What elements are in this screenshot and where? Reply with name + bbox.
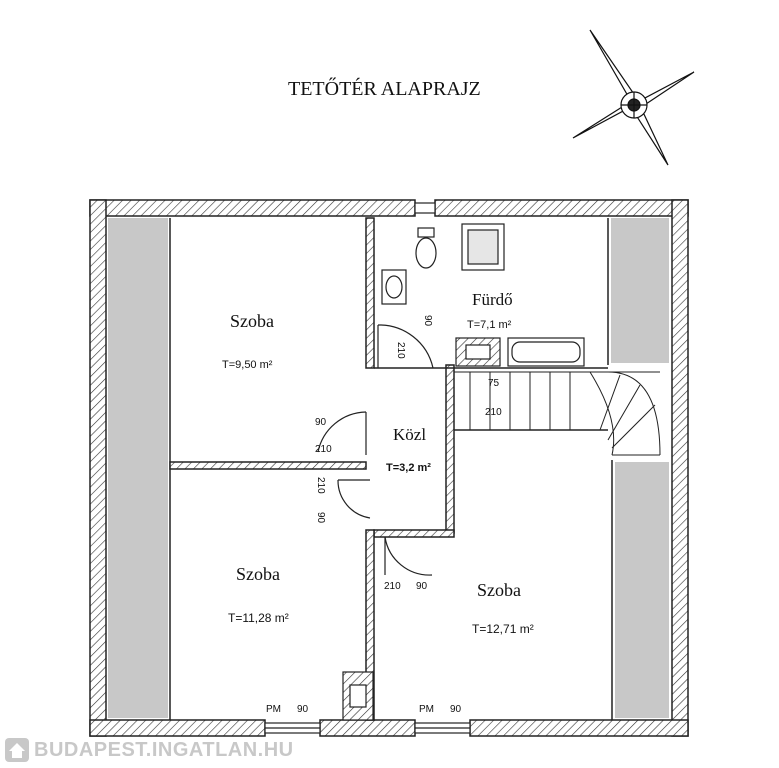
watermark: BUDAPEST.INGATLAN.HU	[4, 736, 294, 764]
door-dimension: 210	[315, 477, 326, 494]
door-dimension: 210	[485, 407, 502, 418]
window-width: 90	[450, 704, 462, 715]
room-area: T=12,71 m²	[472, 622, 534, 636]
door-dimension: 210	[384, 581, 401, 592]
room-area: T=3,2 m²	[386, 462, 431, 474]
window-label: PM	[266, 704, 281, 715]
room-area: T=9,50 m²	[222, 359, 273, 371]
toilet-icon	[417, 227, 435, 238]
room-name: Közl	[393, 425, 426, 444]
door-dimension: 210	[315, 444, 332, 455]
house-logo-icon	[5, 738, 29, 762]
door-swings	[317, 324, 434, 576]
watermark-text: BUDAPEST.INGATLAN.HU	[34, 738, 294, 761]
room-name: Szoba	[236, 564, 280, 584]
room-name: Szoba	[477, 580, 521, 600]
door-dimension: 90	[315, 417, 327, 428]
door-dimension: 90	[315, 512, 326, 524]
room-area: T=7,1 m²	[467, 319, 512, 331]
room-area: T=11,28 m²	[228, 611, 289, 625]
window-label: PM	[419, 704, 434, 715]
outer-walls	[89, 199, 689, 737]
bathroom-fixtures	[342, 223, 585, 721]
door-dimension: 75	[488, 378, 500, 389]
door-dimension: 90	[416, 581, 428, 592]
compass-icon	[572, 29, 695, 166]
door-dimension: 210	[395, 342, 406, 359]
room-name: Szoba	[230, 311, 274, 331]
roof-zones	[108, 218, 669, 718]
door-dimension: 90	[422, 315, 433, 327]
window-width: 90	[297, 704, 309, 715]
plan-title: TETŐTÉR ALAPRAJZ	[288, 76, 481, 100]
room-name: Fürdő	[472, 290, 513, 309]
staircase	[454, 371, 661, 456]
windows	[264, 202, 471, 734]
